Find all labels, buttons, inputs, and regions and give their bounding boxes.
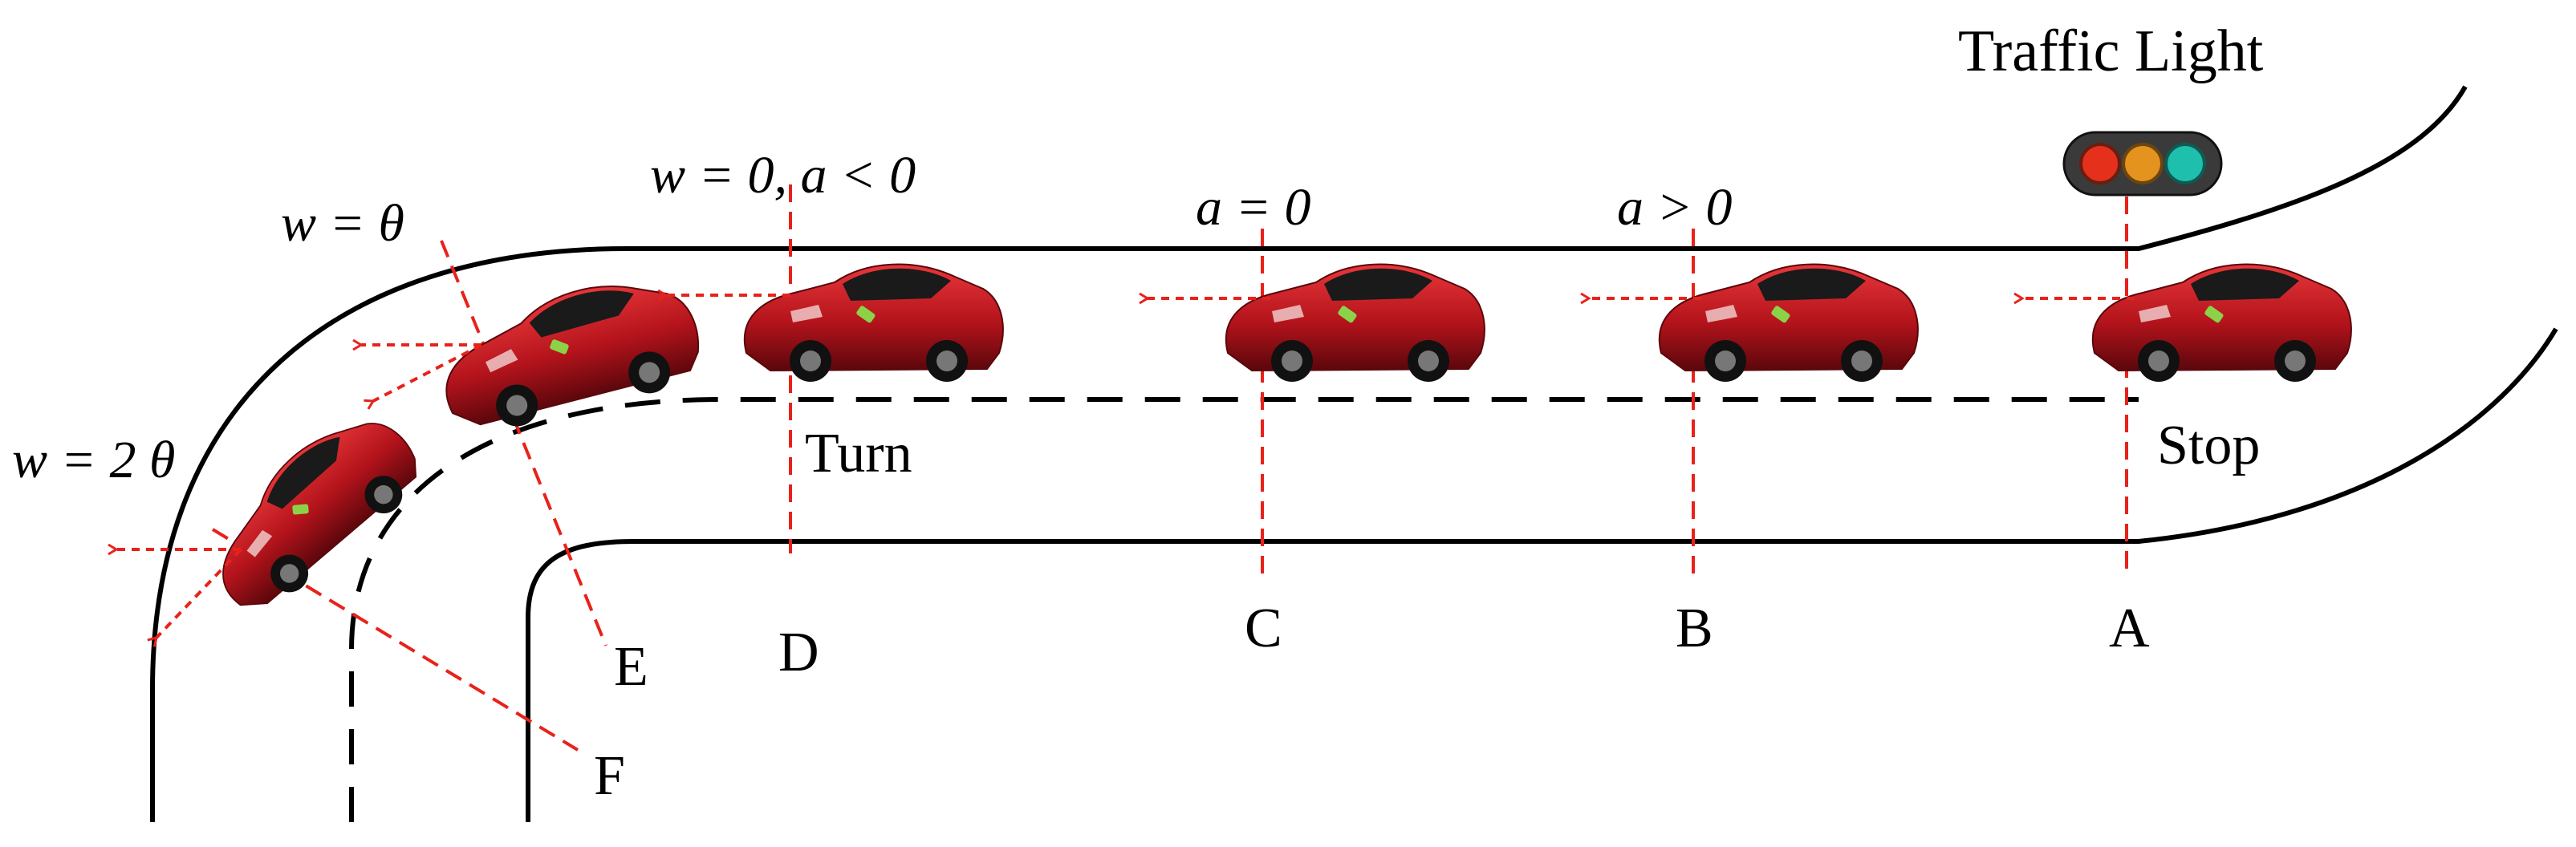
- formula-w-2theta: w = 2 θ: [12, 431, 175, 489]
- car-icon: [1225, 263, 1485, 383]
- car-icon: [1658, 263, 1919, 383]
- formula-a-positive: a > 0: [1617, 178, 1733, 237]
- direction-arrows: [116, 295, 2135, 638]
- car-icon: [2091, 263, 2352, 383]
- guide-line-e: [440, 240, 607, 646]
- point-label-d: D: [778, 622, 819, 683]
- point-label-e: E: [614, 636, 648, 698]
- road: [150, 85, 2558, 822]
- point-label-c: C: [1245, 598, 1282, 659]
- road-inner-edge: [526, 327, 2558, 822]
- formula-w0-a-neg: w = 0, a < 0: [650, 146, 916, 205]
- road-center-dashes: [349, 397, 2139, 822]
- turn-label: Turn: [805, 423, 912, 484]
- car-icon: [743, 263, 1004, 383]
- formula-a-zero: a = 0: [1196, 178, 1311, 237]
- point-label-a: A: [2109, 598, 2150, 659]
- traffic-light-icon: [2062, 131, 2223, 197]
- stop-label: Stop: [2157, 415, 2260, 476]
- point-label-b: B: [1676, 598, 1713, 659]
- road-outer-edge: [150, 85, 2468, 822]
- formula-w-theta: w = θ: [281, 194, 404, 253]
- point-label-f: F: [594, 745, 625, 807]
- traffic-light-title: Traffic Light: [1958, 18, 2264, 84]
